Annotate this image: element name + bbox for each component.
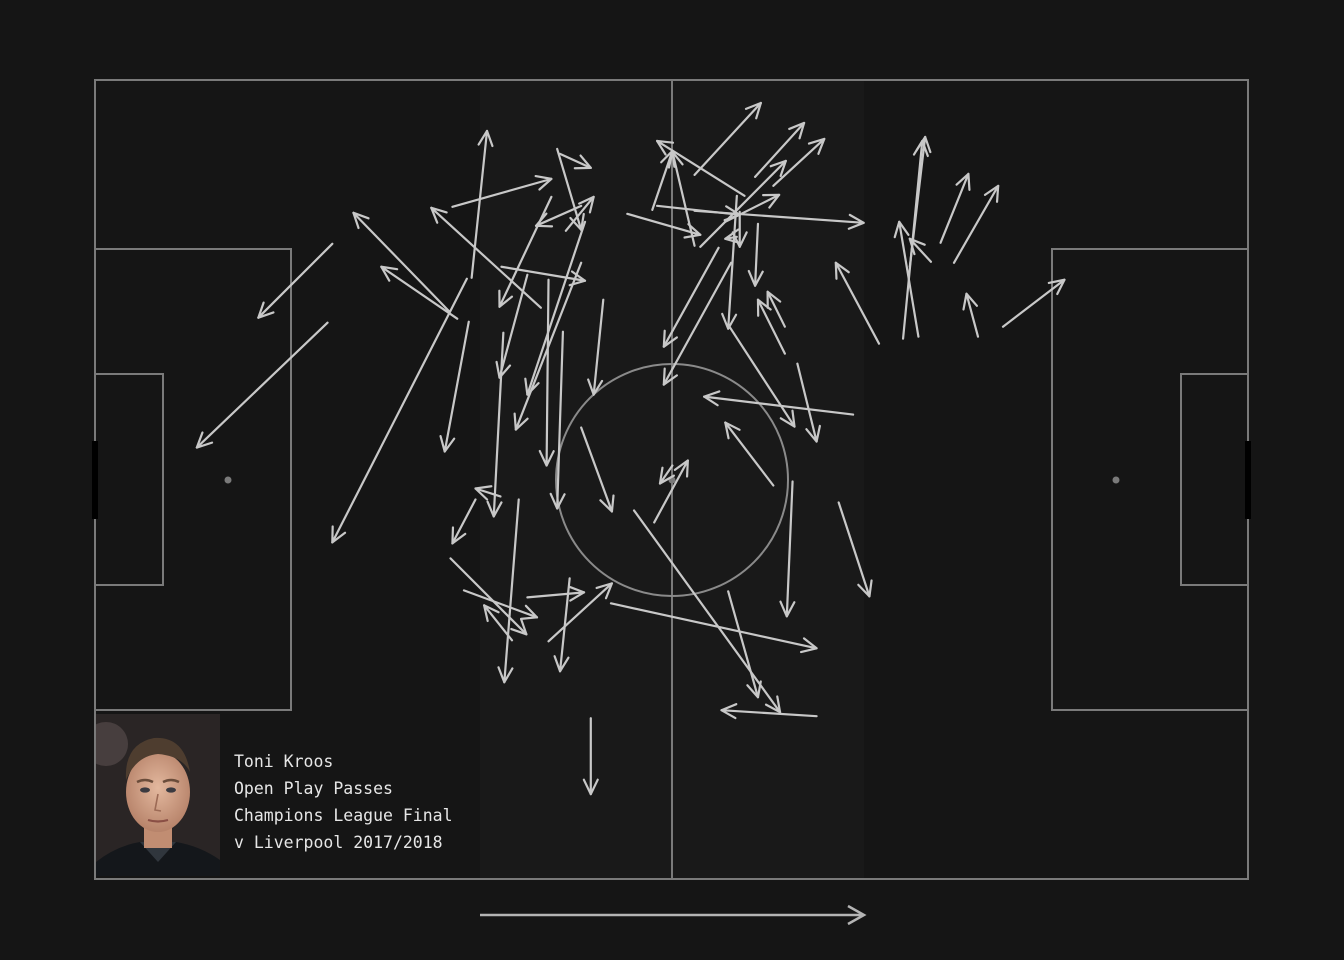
pass-arrow-62: [582, 717, 599, 796]
pass-arrow-35: [724, 228, 742, 245]
right-penalty-spot: [1112, 476, 1120, 484]
pass-arrow-22: [662, 246, 720, 348]
pass-arrow-43: [962, 292, 980, 338]
pass-arrow-2: [195, 321, 329, 449]
player-photo: [96, 714, 220, 876]
left-goal: [92, 441, 98, 519]
pass-arrow-14: [564, 195, 595, 232]
pass-arrow-39: [893, 220, 920, 338]
caption: Toni Kroos Open Play Passes Champions Le…: [234, 748, 453, 856]
pass-arrow-67: [653, 459, 689, 524]
pass-arrow-16: [587, 298, 605, 396]
pass-arrow-7: [470, 129, 494, 279]
pass-arrow-53: [538, 278, 555, 467]
pass-arrow-50: [380, 265, 459, 320]
pass-arrow-65: [632, 509, 782, 714]
pass-arrow-61: [609, 602, 818, 654]
pass-arrow-72: [703, 390, 855, 416]
pass-arrow-47: [658, 464, 676, 485]
left-six-yard-box: [94, 373, 164, 586]
pass-arrow-31: [724, 193, 781, 223]
metric-title: Open Play Passes: [234, 779, 393, 798]
right-penalty-area: [1051, 248, 1249, 711]
pass-arrow-15: [524, 220, 587, 396]
right-goal: [1245, 441, 1251, 519]
pass-arrow-32: [753, 121, 806, 178]
pass-arrow-49: [439, 320, 470, 453]
pass-arrow-52: [486, 331, 505, 518]
pass-arrow-30: [693, 209, 865, 230]
pass-arrow-10: [534, 204, 583, 228]
pass-arrow-51: [474, 485, 502, 501]
direction-of-play-arrow: [480, 904, 867, 926]
pass-arrow-64: [497, 498, 520, 684]
pass-arrow-9: [498, 195, 553, 308]
left-penalty-area: [94, 248, 292, 711]
player-name: Toni Kroos: [234, 752, 334, 771]
pass-arrow-45: [756, 298, 786, 355]
pass-arrow-54: [580, 426, 615, 513]
pass-arrow-73: [331, 277, 468, 544]
centre-circle: [555, 363, 789, 597]
competition-name: Champions League Final: [234, 806, 453, 825]
fixture-name: v Liverpool 2017/2018: [234, 833, 443, 852]
pass-arrow-55: [549, 330, 566, 510]
pass-arrow-40: [908, 237, 933, 263]
pass-arrow-48: [724, 421, 775, 487]
pass-arrow-68: [449, 557, 528, 636]
pass-arrow-66: [727, 590, 762, 699]
left-penalty-spot: [224, 476, 232, 484]
pass-arrow-46: [766, 290, 786, 328]
pass-arrows: [195, 101, 1066, 796]
pass-arrow-1: [257, 242, 334, 319]
pass-arrow-42: [952, 184, 1000, 264]
pass-arrow-33: [772, 137, 826, 187]
pass-arrow-36: [834, 261, 881, 345]
pass-arrow-12: [558, 152, 592, 170]
pass-arrow-34: [662, 261, 733, 386]
pass-arrow-21: [699, 159, 787, 248]
pass-arrow-29: [796, 362, 821, 443]
pass-arrow-20: [667, 150, 696, 247]
pass-arrow-58: [526, 585, 586, 602]
pass-arrow-23: [693, 101, 762, 176]
pass-arrow-56: [451, 498, 477, 545]
pass-arrow-28: [727, 323, 796, 428]
pass-arrow-70: [720, 703, 818, 720]
pass-arrow-71: [779, 480, 796, 618]
pass-arrow-69: [837, 501, 873, 598]
player-photo-image: [96, 714, 220, 876]
right-six-yard-box: [1180, 373, 1249, 586]
pass-arrow-38: [901, 139, 929, 340]
pass-arrow-6: [451, 174, 553, 208]
pass-arrow-24: [655, 139, 746, 197]
pass-arrow-17: [626, 212, 702, 239]
pass-arrow-3: [352, 211, 450, 312]
pass-arrow-26: [747, 222, 764, 287]
pass-arrow-44: [1001, 278, 1066, 328]
pass-arrow-57: [462, 589, 539, 620]
pass-arrow-8: [495, 273, 529, 379]
pass-arrow-41: [939, 172, 971, 244]
pass-arrow-63: [553, 577, 571, 673]
pass-arrow-59: [547, 582, 614, 643]
